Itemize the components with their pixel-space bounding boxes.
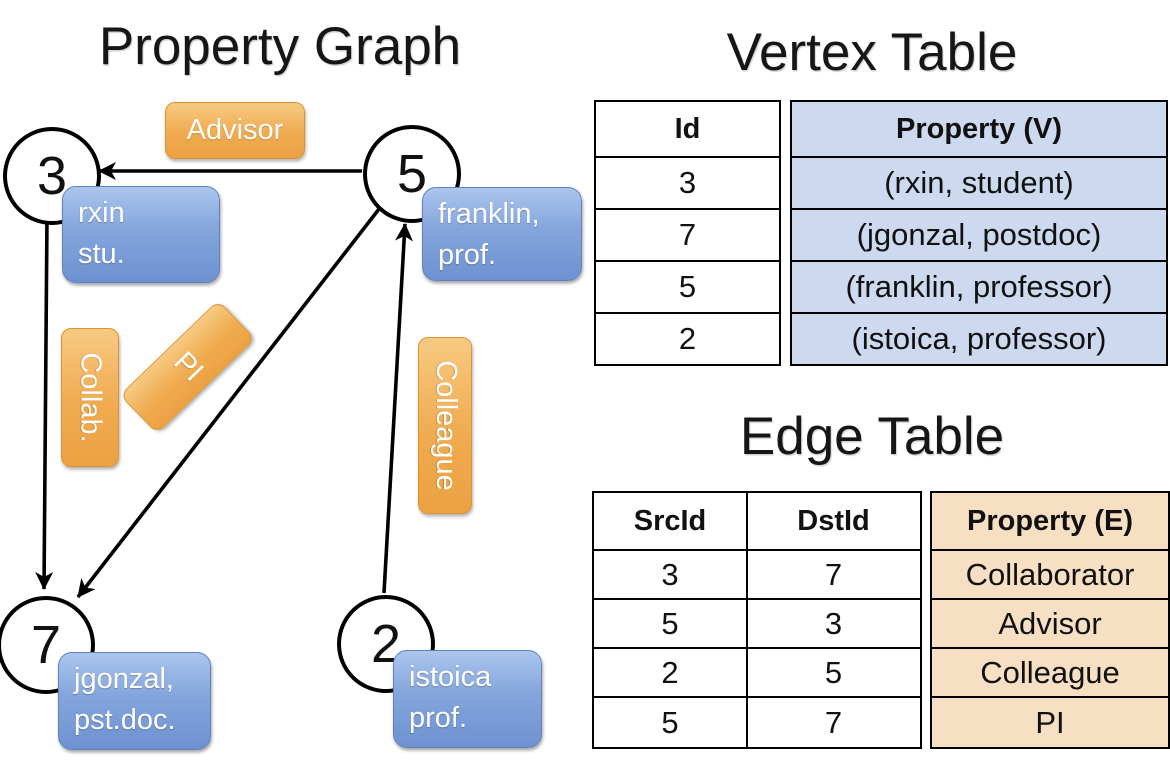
- table-cell: 5: [661, 605, 679, 641]
- table-row: 3 7: [594, 549, 920, 598]
- edge-table-header-dstid: DstId: [745, 493, 920, 549]
- table-cell: (jgonzal, postdoc): [792, 208, 1166, 260]
- vertex-node-5: 5: [363, 125, 461, 223]
- edge-table: SrcId DstId 3 7 5 3 2 5 5 7 Property (E): [592, 491, 1170, 749]
- table-cell: 7: [596, 208, 779, 260]
- vertex-table: Id 3 7 5 2 Property (V) (rxin, student) …: [594, 100, 1168, 366]
- table-cell: Colleague: [932, 647, 1168, 696]
- vertex-label-istoica-line1: istoica: [409, 661, 492, 693]
- property-graph-title: Property Graph: [98, 17, 462, 76]
- vertex-label-jgonzal: jgonzal, pst.doc.: [58, 652, 211, 750]
- edge-label-pi-text: PI: [166, 345, 209, 388]
- edge-table-title: Edge Table: [739, 407, 1005, 466]
- vertex-table-header-id: Id: [674, 112, 701, 145]
- table-cell: Collaborator: [932, 549, 1168, 598]
- edge-label-collab: Collab.: [61, 328, 119, 467]
- vertex-node-2: 2: [337, 595, 435, 693]
- vertex-table-header-property: Property (V): [792, 102, 1166, 156]
- edge-label-advisor: Advisor: [165, 102, 305, 159]
- edge-table-header-row: SrcId DstId: [594, 493, 920, 549]
- vertex-label-istoica-line2: prof.: [409, 701, 468, 734]
- vertex-label-istoica: istoica prof.: [393, 650, 542, 748]
- table-row: 5 7: [594, 696, 920, 747]
- vertex-node-5-id: 5: [396, 144, 428, 204]
- table-cell: 3: [745, 600, 920, 647]
- edge-line-collab: [35, 215, 54, 590]
- table-cell: 2: [596, 312, 779, 364]
- table-column-gap: [922, 491, 930, 749]
- edge-line-pi: [76, 207, 381, 599]
- vertex-node-7-id: 7: [30, 615, 62, 675]
- edge-table-property-column: Property (E) Collaborator Advisor Collea…: [930, 491, 1170, 749]
- table-cell: 3: [661, 556, 679, 592]
- table-cell: PI: [932, 696, 1168, 747]
- table-cell: 7: [745, 698, 920, 747]
- graph-edges-layer: [35, 162, 414, 599]
- table-cell: (franklin, professor): [792, 260, 1166, 312]
- edge-table-header-srcid: SrcId: [633, 504, 707, 537]
- table-cell: 5: [661, 704, 679, 740]
- edge-label-collab-text: Collab.: [74, 352, 107, 443]
- vertex-label-jgonzal-line1: jgonzal,: [74, 663, 174, 695]
- table-cell: Advisor: [932, 598, 1168, 647]
- vertex-label-rxin: rxin stu.: [62, 186, 220, 283]
- vertex-label-rxin-line1: rxin: [78, 197, 125, 229]
- vertex-label-franklin-line1: franklin,: [438, 198, 540, 230]
- vertex-table-title: Vertex Table: [726, 23, 1018, 82]
- table-cell: 5: [745, 649, 920, 696]
- vertex-label-rxin-line2: stu.: [78, 237, 125, 270]
- table-cell: 2: [661, 654, 679, 690]
- table-cell: (istoica, professor): [792, 312, 1166, 364]
- table-cell: 3: [596, 156, 779, 208]
- table-cell: 5: [596, 260, 779, 312]
- table-cell: (rxin, student): [792, 156, 1166, 208]
- vertex-label-franklin-line2: prof.: [438, 238, 497, 271]
- edge-table-header-property: Property (E): [932, 493, 1168, 549]
- edge-table-id-columns: SrcId DstId 3 7 5 3 2 5 5 7: [592, 491, 922, 749]
- edge-label-colleague-text: Colleague: [429, 360, 462, 491]
- table-cell: 7: [745, 551, 920, 598]
- edge-line-colleague: [382, 223, 414, 594]
- table-row: 5 3: [594, 598, 920, 647]
- vertex-label-jgonzal-line2: pst.doc.: [74, 703, 176, 736]
- edge-label-advisor-text: Advisor: [186, 114, 284, 146]
- vertex-table-id-column: Id 3 7 5 2: [594, 100, 781, 366]
- edge-label-colleague: Colleague: [418, 337, 472, 514]
- table-column-gap: [781, 100, 790, 366]
- vertex-label-franklin: franklin, prof.: [422, 187, 582, 281]
- table-row: 2 5: [594, 647, 920, 696]
- vertex-table-property-column: Property (V) (rxin, student) (jgonzal, p…: [790, 100, 1168, 366]
